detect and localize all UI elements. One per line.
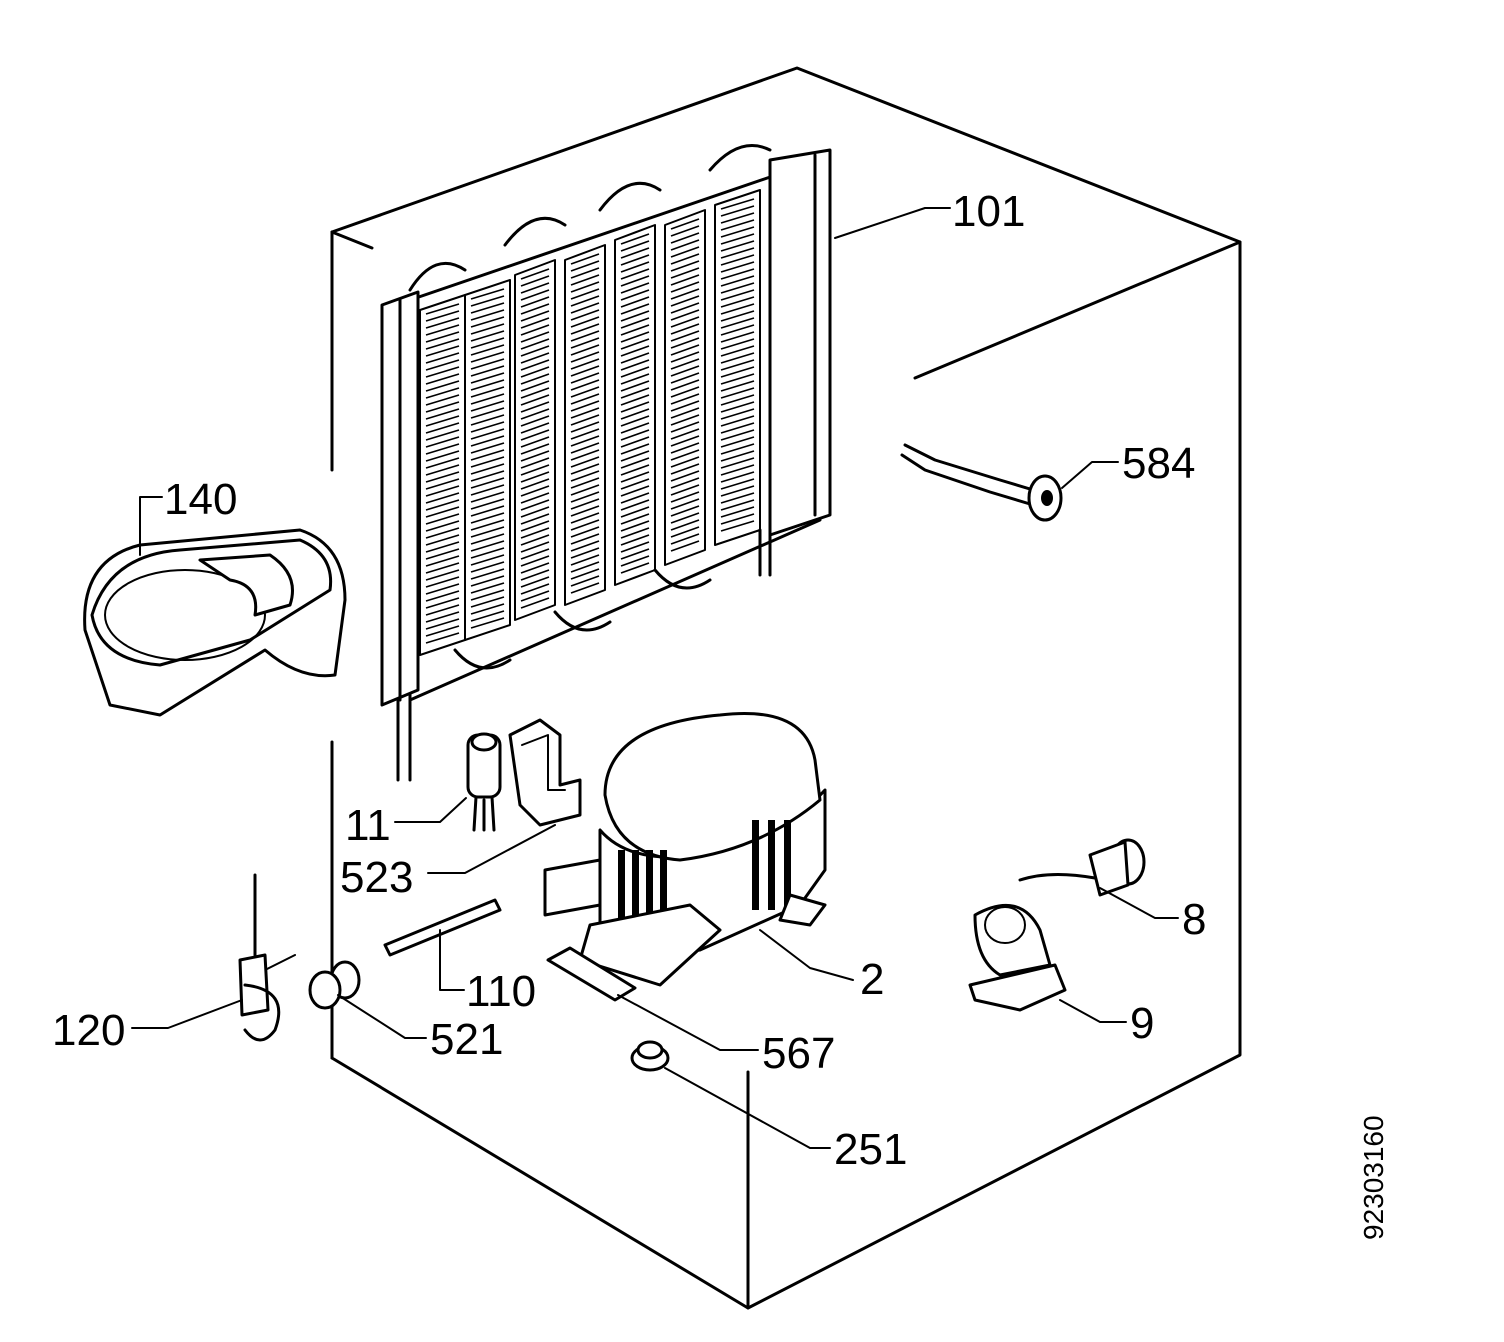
label-110: 110 xyxy=(466,967,536,1016)
condenser-101 xyxy=(380,144,832,782)
label-521: 521 xyxy=(430,1015,503,1064)
label-9: 9 xyxy=(1130,999,1154,1048)
label-2: 2 xyxy=(860,955,884,1004)
label-8: 8 xyxy=(1182,895,1206,944)
grommet-521 xyxy=(308,960,361,1010)
leader-lines xyxy=(131,207,1179,1149)
label-523: 523 xyxy=(340,853,413,902)
label-101: 101 xyxy=(952,187,1025,236)
compressor-2 xyxy=(543,711,827,987)
mounting-plate-567 xyxy=(546,946,637,1002)
sensor-584 xyxy=(900,443,1063,522)
drip-tray-140 xyxy=(83,528,347,717)
label-584: 584 xyxy=(1122,439,1195,488)
drawing-code: 92303160 xyxy=(1358,1115,1389,1240)
label-251: 251 xyxy=(834,1125,907,1174)
label-120: 120 xyxy=(52,1006,125,1055)
bracket-523 xyxy=(508,718,582,827)
rubber-foot-251 xyxy=(630,1040,670,1072)
part-labels: 101 584 140 11 523 110 2 8 9 567 120 521… xyxy=(52,187,1389,1240)
label-567: 567 xyxy=(762,1029,835,1078)
tube-110 xyxy=(383,898,502,957)
relay-8 xyxy=(1018,838,1146,897)
filter-drier-11 xyxy=(466,732,502,832)
label-140: 140 xyxy=(164,475,237,524)
protector-9 xyxy=(968,903,1067,1012)
label-11: 11 xyxy=(345,801,391,850)
thermostat-120 xyxy=(238,873,296,1042)
cabinet-outline xyxy=(330,66,1242,1310)
